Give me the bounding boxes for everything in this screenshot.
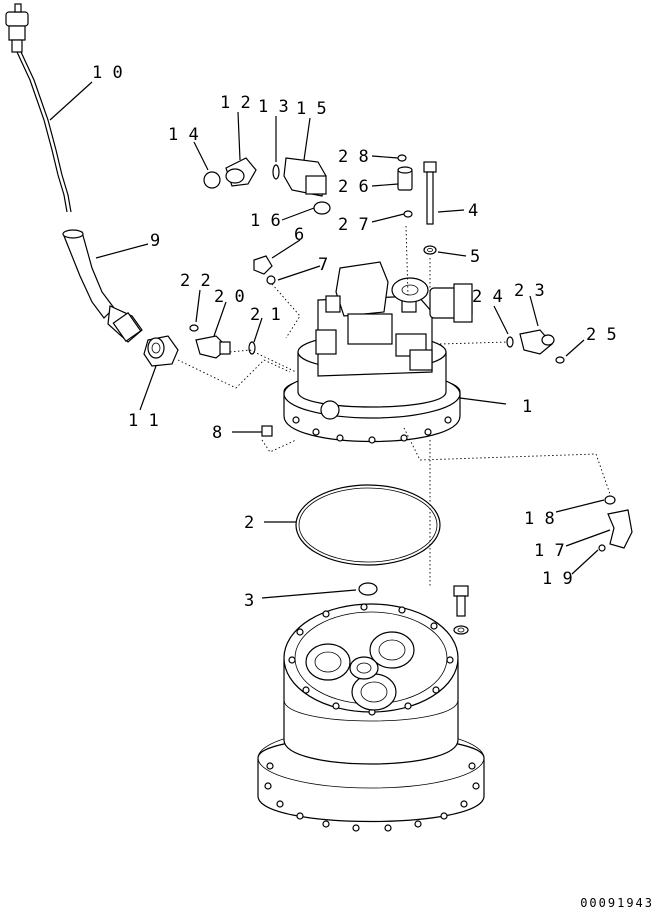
callout-16: 1 6 bbox=[250, 211, 281, 231]
callout-11: 1 1 bbox=[128, 411, 159, 431]
callout-14: 1 4 bbox=[168, 125, 199, 145]
callout-2: 2 bbox=[244, 513, 254, 533]
callout-26: 2 6 bbox=[338, 177, 369, 197]
part-o-ring-2 bbox=[295, 484, 441, 566]
callout-23: 2 3 bbox=[514, 281, 545, 301]
callout-labels: 1 2 3 4 5 6 7 8 9 1 0 1 1 1 2 1 3 1 4 1 … bbox=[92, 63, 617, 611]
callout-19: 1 9 bbox=[542, 569, 573, 589]
callout-27: 2 7 bbox=[338, 215, 369, 235]
callout-17: 1 7 bbox=[534, 541, 565, 561]
part-o-ring-13 bbox=[272, 164, 280, 180]
callout-22: 2 2 bbox=[180, 271, 211, 291]
callout-8: 8 bbox=[212, 423, 222, 443]
part-gauge-stick bbox=[5, 3, 72, 213]
part-o-ring-18 bbox=[604, 495, 616, 505]
callout-4: 4 bbox=[468, 201, 478, 221]
part-o-ring-3 bbox=[358, 582, 378, 596]
part-elbow-17 bbox=[607, 509, 633, 549]
callout-13: 1 3 bbox=[258, 97, 289, 117]
callout-25: 2 5 bbox=[586, 325, 617, 345]
part-plug-8 bbox=[261, 425, 273, 437]
part-bolt-4 bbox=[423, 161, 437, 225]
callout-12: 1 2 bbox=[220, 93, 251, 113]
part-o-ring-22 bbox=[189, 324, 199, 332]
part-hose bbox=[62, 229, 143, 343]
part-o-ring-25 bbox=[555, 356, 565, 364]
callout-10: 1 0 bbox=[92, 63, 123, 83]
part-bolt-reducer bbox=[453, 585, 469, 635]
part-adapter-11 bbox=[143, 335, 179, 367]
part-valve-15 bbox=[283, 157, 327, 197]
part-o-ring-27 bbox=[403, 210, 413, 218]
callout-7: 7 bbox=[318, 255, 328, 275]
part-o-ring-21 bbox=[248, 341, 256, 355]
part-o-ring-16 bbox=[313, 201, 331, 215]
part-washer-5 bbox=[423, 245, 437, 255]
callout-15: 1 5 bbox=[296, 99, 327, 119]
callout-28: 2 8 bbox=[338, 147, 369, 167]
part-o-ring-19 bbox=[598, 544, 606, 552]
part-elbow-12 bbox=[225, 157, 257, 187]
part-o-ring-24 bbox=[506, 336, 514, 348]
part-elbow-26 bbox=[397, 166, 413, 191]
part-o-ring-28 bbox=[397, 154, 407, 162]
part-o-ring-7 bbox=[266, 275, 276, 285]
callout-21: 2 1 bbox=[250, 305, 281, 325]
callout-18: 1 8 bbox=[524, 509, 555, 529]
part-elbow-23 bbox=[519, 329, 555, 355]
part-swing-motor bbox=[283, 261, 473, 444]
callout-leader-lines bbox=[49, 81, 611, 599]
callout-1: 1 bbox=[522, 397, 532, 417]
part-plug-6 bbox=[253, 255, 273, 275]
callout-20: 2 0 bbox=[214, 287, 245, 307]
callout-5: 5 bbox=[470, 247, 480, 267]
part-plug-14 bbox=[203, 171, 221, 189]
part-elbow-20 bbox=[195, 335, 231, 359]
drawing-number: 00091943 bbox=[580, 896, 654, 910]
callout-6: 6 bbox=[294, 225, 304, 245]
callout-9: 9 bbox=[150, 231, 160, 251]
assembly-dotted-lines bbox=[177, 225, 611, 586]
callout-24: 2 4 bbox=[472, 287, 503, 307]
callout-3: 3 bbox=[244, 591, 254, 611]
part-reduction-gear-case bbox=[257, 603, 485, 832]
